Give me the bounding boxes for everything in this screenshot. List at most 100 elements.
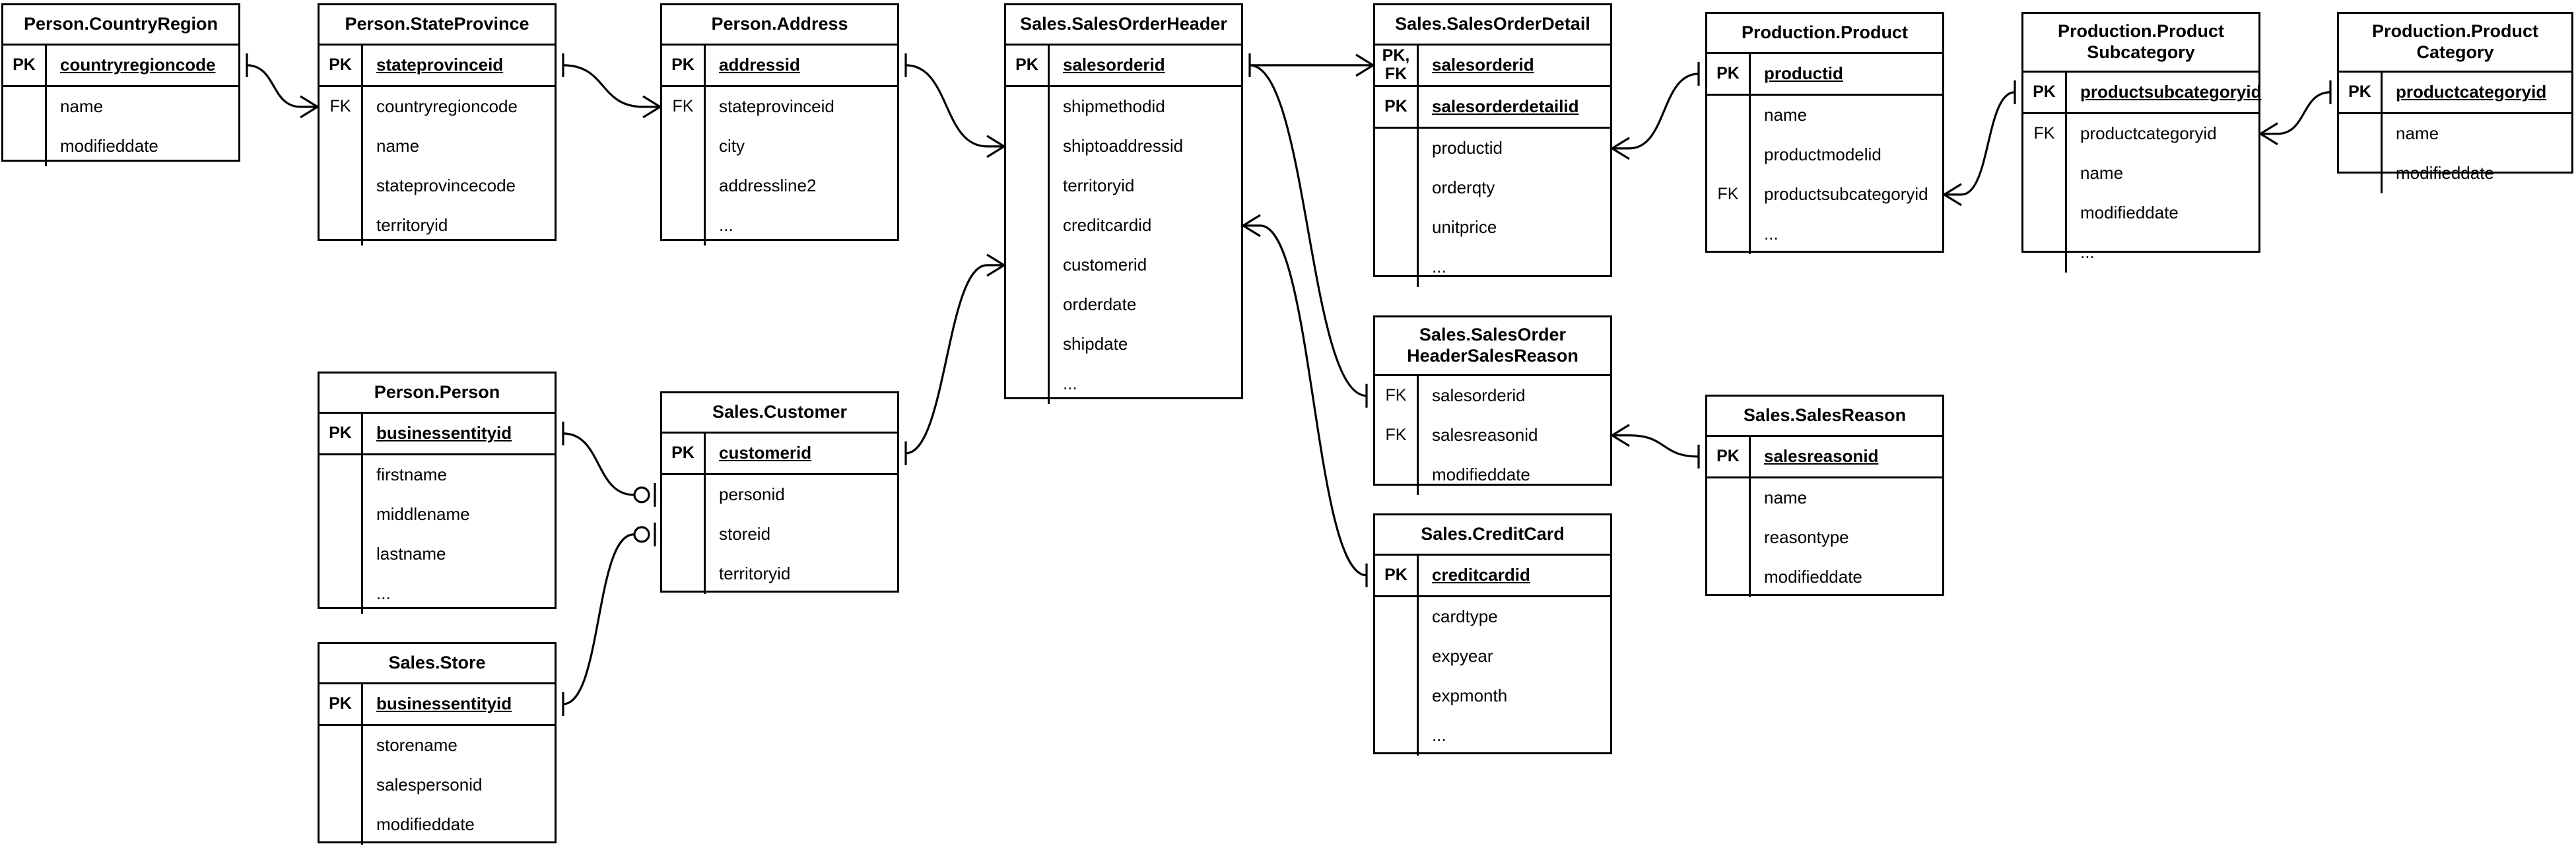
attribute-row[interactable]: expmonth [1375,676,1610,716]
attribute-row[interactable]: ... [320,573,555,614]
attribute-row[interactable]: ... [1707,214,1942,254]
attribute-row[interactable]: expyear [1375,636,1610,676]
key-marker [1375,168,1419,208]
attribute-row[interactable]: modifieddate [3,126,238,166]
attribute-name: ... [1764,224,1779,244]
attribute-name: firstname [376,465,447,485]
attribute-row[interactable]: middlename [320,494,555,535]
attribute-row[interactable]: modifieddate [320,804,555,845]
cardinality-many [1611,434,1630,447]
relationship-line [1629,434,1699,458]
attribute-row[interactable]: stateprovincecode [320,166,555,206]
key-marker [2023,232,2067,273]
attribute-row[interactable]: territoryid [1006,166,1241,206]
attribute-row[interactable]: productid [1375,128,1610,168]
attribute-row[interactable]: territoryid [320,205,555,245]
attribute-row[interactable]: firstname [320,455,555,495]
attribute-name: countryregioncode [376,96,518,117]
relationship-line [1249,64,1367,397]
attribute-row[interactable]: name [3,86,238,127]
attribute-row[interactable]: creditcardid [1006,205,1241,245]
attribute-row[interactable]: unitprice [1375,207,1610,247]
key-marker: FK [1707,174,1751,214]
attribute-row[interactable]: modifieddate [2339,153,2571,193]
attribute-row[interactable]: ... [1006,364,1241,404]
attribute-name: name [376,136,420,156]
attribute-row[interactable]: personid [662,474,897,515]
attribute-row[interactable]: modifieddate [1707,557,1942,597]
attribute-row[interactable]: name [1707,95,1942,135]
attribute-name: stateprovinceid [376,55,504,75]
attribute-row[interactable]: ... [2023,232,2258,273]
attribute-row[interactable]: ... [1375,247,1610,287]
attribute-row[interactable]: customerid [1006,245,1241,285]
attribute-row[interactable]: reasontype [1707,517,1942,558]
attribute-row[interactable]: modifieddate [2023,193,2258,233]
attribute-row[interactable]: ... [662,205,897,245]
attribute-row[interactable]: lastname [320,534,555,574]
attribute-row[interactable]: cardtype [1375,597,1610,637]
key-marker: PK [320,413,363,453]
attribute-row[interactable]: name [1707,478,1942,518]
attribute-row[interactable]: productmodelid [1707,135,1942,175]
attribute-row[interactable]: city [662,126,897,166]
entity-title: Person.Address [662,5,897,46]
attribute-row[interactable]: name [320,126,555,166]
entity-title-line: Sales.Store [388,653,486,672]
attribute-row[interactable]: territoryid [662,554,897,594]
attribute-row[interactable]: addressline2 [662,166,897,206]
attribute-row[interactable]: shipmethodid [1006,86,1241,127]
attribute-name: shipdate [1063,334,1128,354]
attribute-row[interactable]: orderdate [1006,284,1241,325]
key-marker [1006,364,1050,404]
attribute-name: modifieddate [1432,465,1530,485]
attribute-row[interactable]: name [2023,153,2258,193]
attribute-row[interactable]: ... [1375,715,1610,756]
attribute-row[interactable]: storename [320,725,555,765]
attribute-row[interactable]: modifieddate [1375,455,1610,495]
attribute-row[interactable]: storeid [662,514,897,554]
attribute-row[interactable]: salespersonid [320,765,555,805]
attribute-row[interactable]: shiptoaddressid [1006,126,1241,166]
attribute-row[interactable]: orderqty [1375,168,1610,208]
attribute-row[interactable]: shipdate [1006,324,1241,364]
attribute-row[interactable]: name [2339,114,2571,154]
attribute-name: addressid [719,55,800,75]
key-marker [1375,455,1419,495]
